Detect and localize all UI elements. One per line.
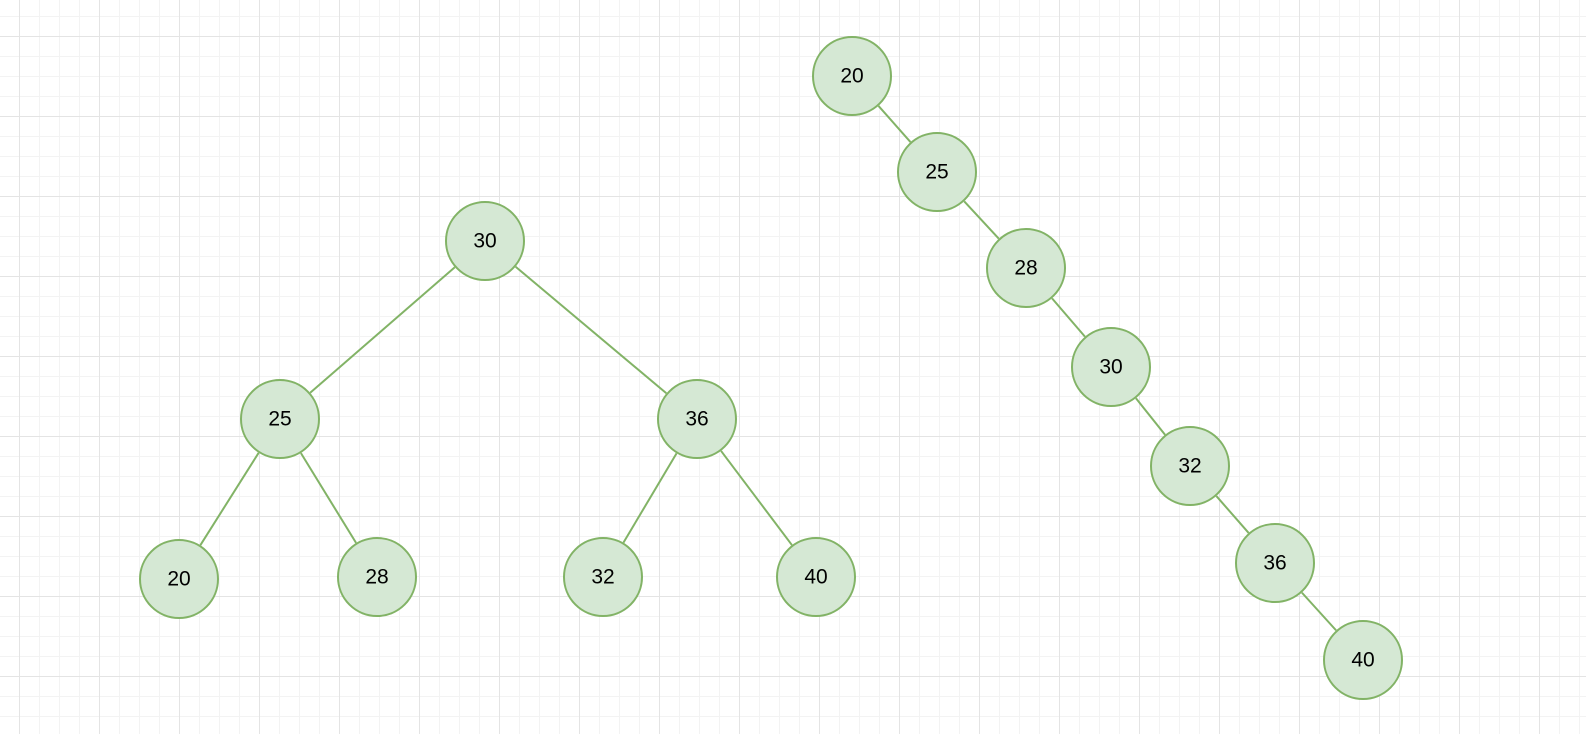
degenerate-tree-edge: [1051, 297, 1086, 338]
node-circle: [897, 132, 977, 212]
degenerate-tree-node: 30: [1071, 327, 1151, 407]
balanced-tree-node: 36: [657, 379, 737, 459]
node-circle: [563, 537, 643, 617]
balanced-tree-edge: [300, 452, 357, 544]
node-label: 36: [685, 408, 708, 431]
balanced-tree-node: 30: [445, 201, 525, 281]
node-label: 20: [840, 65, 863, 88]
degenerate-tree-node: 28: [986, 228, 1066, 308]
balanced-tree-edge: [309, 266, 456, 394]
degenerate-tree-node: 20: [812, 36, 892, 116]
node-label: 40: [804, 566, 827, 589]
node-label: 40: [1351, 649, 1374, 672]
node-circle: [1071, 327, 1151, 407]
edges-layer: [199, 105, 1337, 632]
node-circle: [240, 379, 320, 459]
degenerate-tree-node: 32: [1150, 426, 1230, 506]
degenerate-tree-edge: [1301, 591, 1337, 632]
balanced-tree-node: 28: [337, 537, 417, 617]
node-circle: [986, 228, 1066, 308]
balanced-tree-node: 20: [139, 539, 219, 619]
degenerate-tree-node: 25: [897, 132, 977, 212]
node-circle: [657, 379, 737, 459]
balanced-tree-node: 25: [240, 379, 320, 459]
node-label: 36: [1263, 552, 1286, 575]
node-label: 32: [591, 566, 614, 589]
node-label: 20: [167, 568, 190, 591]
node-circle: [1323, 620, 1403, 700]
nodes-layer: 30 25 36 20 28 32 40 20 25 28 30 32 36 40: [139, 36, 1403, 700]
node-circle: [139, 539, 219, 619]
degenerate-tree-node: 40: [1323, 620, 1403, 700]
node-label: 30: [1099, 356, 1122, 379]
balanced-tree-edge: [199, 452, 260, 546]
node-label: 32: [1178, 455, 1201, 478]
node-label: 28: [365, 566, 388, 589]
balanced-tree-node: 40: [776, 537, 856, 617]
balanced-tree-edge: [720, 450, 793, 546]
node-circle: [1150, 426, 1230, 506]
node-label: 25: [925, 161, 948, 184]
degenerate-tree-edge: [1135, 397, 1166, 436]
balanced-tree-edge: [622, 452, 678, 544]
node-label: 28: [1014, 257, 1037, 280]
degenerate-tree-node: 36: [1235, 523, 1315, 603]
node-circle: [776, 537, 856, 617]
node-label: 25: [268, 408, 291, 431]
node-circle: [812, 36, 892, 116]
balanced-tree-node: 32: [563, 537, 643, 617]
degenerate-tree-edge: [963, 200, 1000, 240]
node-label: 30: [473, 230, 496, 253]
node-circle: [1235, 523, 1315, 603]
node-circle: [337, 537, 417, 617]
node-circle: [445, 201, 525, 281]
balanced-tree-edge: [514, 265, 668, 395]
degenerate-tree-edge: [1215, 495, 1250, 534]
degenerate-tree-edge: [877, 105, 912, 143]
